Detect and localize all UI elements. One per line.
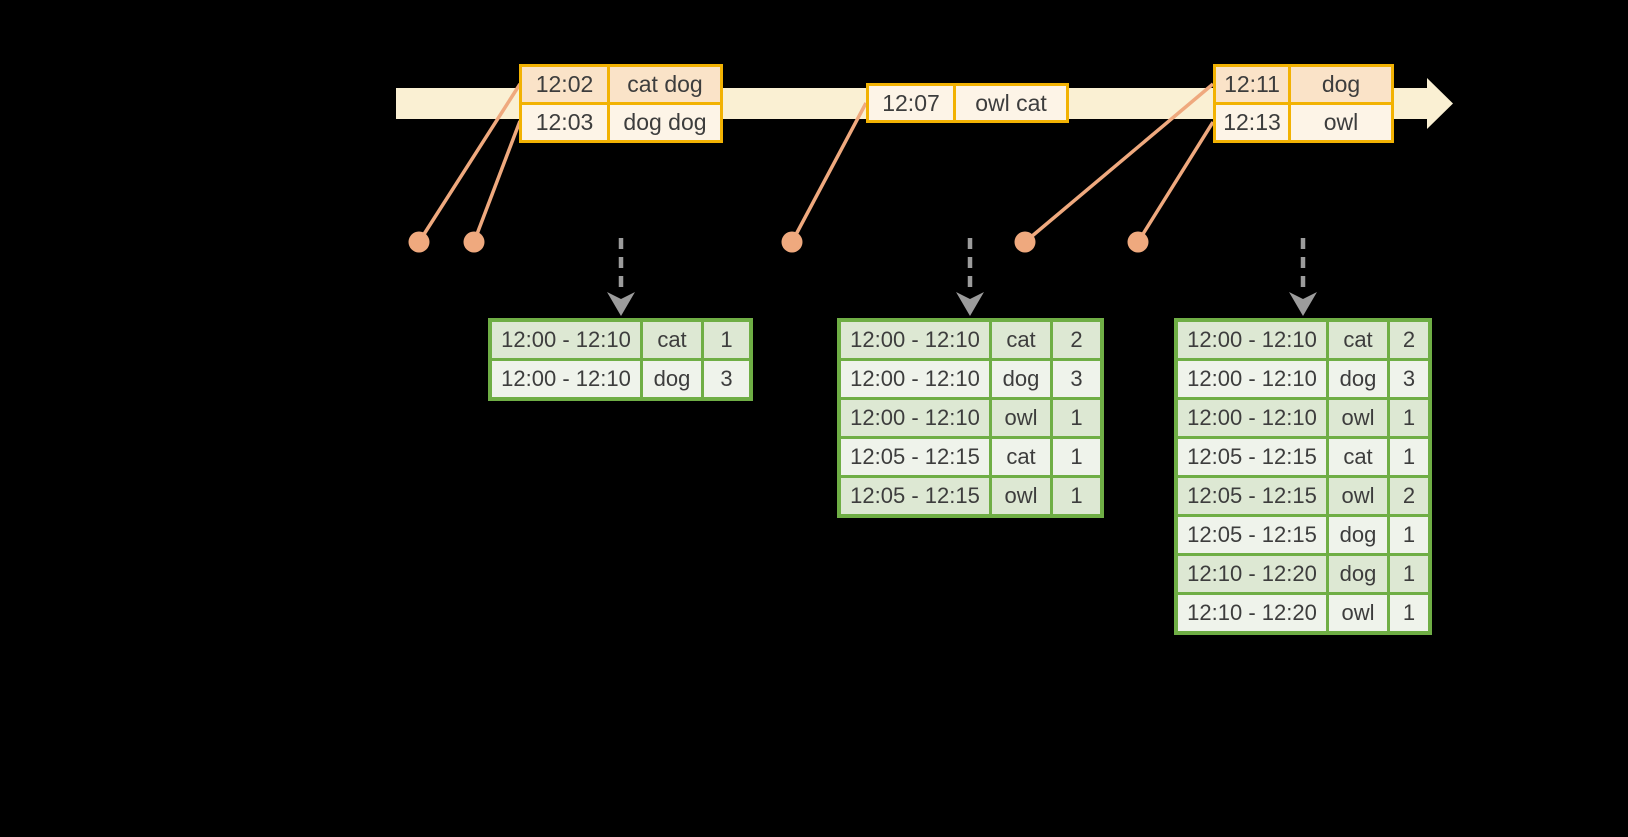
trigger-arrowhead-icon: [607, 292, 635, 316]
result-count-cell: 3: [1390, 361, 1428, 397]
result-word-cell: owl: [992, 478, 1050, 514]
result-window-cell: 12:10 - 12:20: [1178, 556, 1326, 592]
result-count-cell: 1: [1390, 400, 1428, 436]
event-connector-line: [790, 102, 868, 243]
event-time-cell: 12:07: [869, 86, 953, 120]
event-connector-lines: [417, 82, 1215, 244]
event-time-cell: 12:03: [522, 105, 607, 140]
result-word-cell: dog: [1329, 556, 1387, 592]
result-window-cell: 12:00 - 12:10: [492, 361, 640, 397]
result-count-cell: 2: [1053, 322, 1100, 358]
result-word-cell: cat: [992, 439, 1050, 475]
event-connector-line: [472, 120, 522, 243]
result-count-cell: 1: [1053, 439, 1100, 475]
event-marker-dot: [781, 231, 803, 253]
result-word-cell: cat: [1329, 322, 1387, 358]
result-window-cell: 12:05 - 12:15: [841, 478, 989, 514]
result-word-cell: owl: [1329, 400, 1387, 436]
result-window-cell: 12:00 - 12:10: [1178, 322, 1326, 358]
event-words-cell: owl cat: [956, 86, 1066, 120]
event-words-cell: dog: [1291, 67, 1391, 102]
result-count-cell: 3: [704, 361, 749, 397]
result-window-cell: 12:05 - 12:15: [841, 439, 989, 475]
result-count-cell: 2: [1390, 478, 1428, 514]
event-connector-line: [417, 83, 522, 243]
result-window-cell: 12:05 - 12:15: [1178, 517, 1326, 553]
event-time-cell: 12:02: [522, 67, 607, 102]
result-count-cell: 1: [1053, 400, 1100, 436]
result-word-cell: cat: [1329, 439, 1387, 475]
result-window-cell: 12:00 - 12:10: [841, 322, 989, 358]
result-count-cell: 1: [704, 322, 749, 358]
event-words-cell: cat dog: [610, 67, 720, 102]
trigger-arrows: [607, 238, 1317, 316]
result-count-cell: 1: [1390, 439, 1428, 475]
event-words-cell: owl: [1291, 105, 1391, 140]
result-word-cell: owl: [1329, 478, 1387, 514]
result-word-cell: cat: [643, 322, 701, 358]
result-word-cell: owl: [1329, 595, 1387, 631]
event-marker-dot: [1127, 231, 1149, 253]
result-count-cell: 1: [1390, 595, 1428, 631]
result-window-cell: 12:00 - 12:10: [1178, 361, 1326, 397]
event-time-cell: 12:13: [1216, 105, 1288, 140]
result-count-cell: 3: [1053, 361, 1100, 397]
result-word-cell: dog: [992, 361, 1050, 397]
input-stream-arrowhead-icon: [1427, 78, 1453, 129]
event-connector-line: [1023, 82, 1215, 244]
result-count-cell: 1: [1390, 517, 1428, 553]
result-word-cell: dog: [1329, 361, 1387, 397]
result-word-cell: owl: [992, 400, 1050, 436]
trigger-arrowhead-icon: [956, 292, 984, 316]
result-word-cell: cat: [992, 322, 1050, 358]
result-window-cell: 12:00 - 12:10: [492, 322, 640, 358]
result-window-cell: 12:00 - 12:10: [1178, 400, 1326, 436]
event-words-cell: dog dog: [610, 105, 720, 140]
result-count-cell: 1: [1390, 556, 1428, 592]
result-window-cell: 12:10 - 12:20: [1178, 595, 1326, 631]
event-connector-line: [1136, 121, 1215, 243]
event-time-cell: 12:11: [1216, 67, 1288, 102]
event-marker-dot: [408, 231, 430, 253]
result-count-cell: 2: [1390, 322, 1428, 358]
trigger-arrowhead-icon: [1289, 292, 1317, 316]
result-window-cell: 12:05 - 12:15: [1178, 478, 1326, 514]
event-marker-dots: [408, 231, 1149, 253]
result-count-cell: 1: [1053, 478, 1100, 514]
event-marker-dot: [463, 231, 485, 253]
result-window-cell: 12:00 - 12:10: [841, 400, 989, 436]
event-marker-dot: [1014, 231, 1036, 253]
result-window-cell: 12:05 - 12:15: [1178, 439, 1326, 475]
result-window-cell: 12:00 - 12:10: [841, 361, 989, 397]
result-word-cell: dog: [1329, 517, 1387, 553]
result-word-cell: dog: [643, 361, 701, 397]
